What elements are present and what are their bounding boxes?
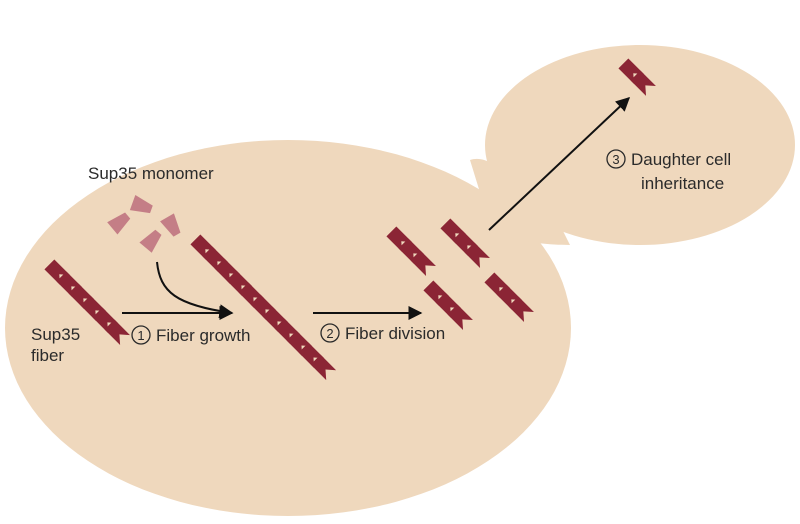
step2-label: Fiber division <box>345 324 445 343</box>
fiber-label-line1: Sup35 <box>31 325 80 344</box>
step2-number: 2 <box>326 326 333 341</box>
daughter-cell <box>485 45 795 245</box>
monomer-label: Sup35 monomer <box>88 164 214 183</box>
step1-number: 1 <box>137 328 144 343</box>
step3-label-line1: Daughter cell <box>631 150 731 169</box>
arrows <box>122 97 631 320</box>
inheritance-arrow <box>488 97 631 231</box>
daughter-cell-body <box>485 45 795 245</box>
step2-marker: 2 <box>320 323 340 343</box>
step-number-circle <box>320 323 340 343</box>
monomer-incorporation-arrow <box>156 261 234 319</box>
step-number-circle <box>131 325 151 345</box>
fiber-label-line2: fiber <box>31 346 64 365</box>
step1-marker: 1 <box>131 325 151 345</box>
step3-label-line2: inheritance <box>641 174 724 193</box>
step-number-circle <box>606 149 626 169</box>
step3-marker: 3 <box>606 149 626 169</box>
step3-number: 3 <box>612 152 619 167</box>
step1-label: Fiber growth <box>156 326 250 345</box>
